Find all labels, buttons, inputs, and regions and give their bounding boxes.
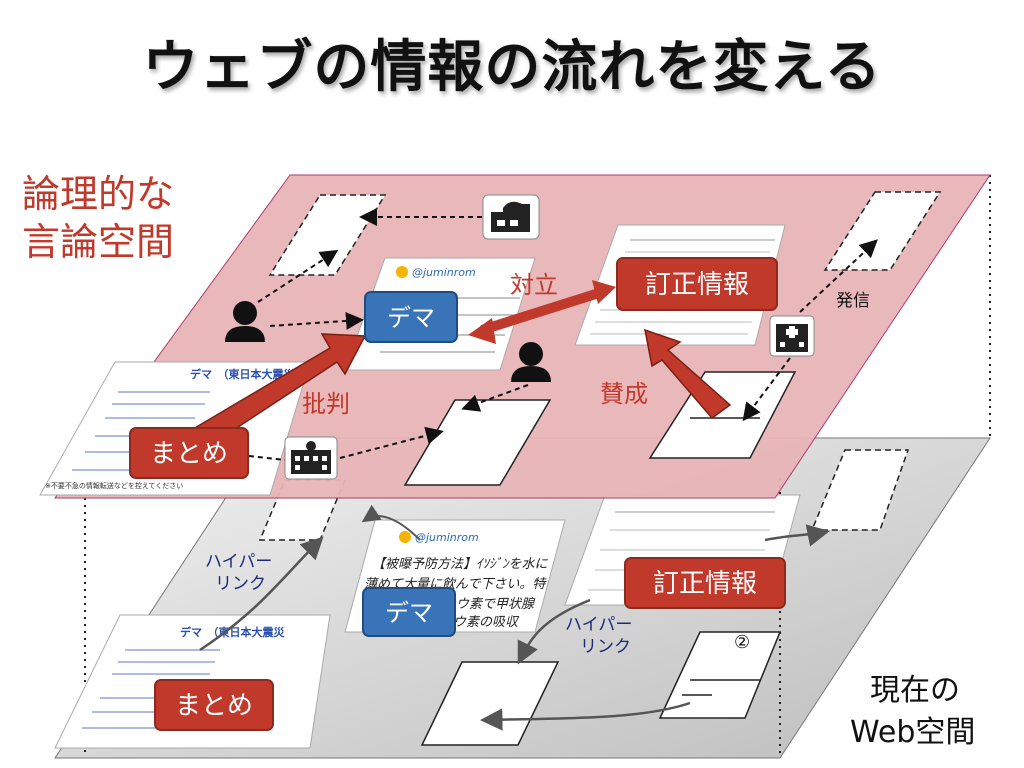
tairitsu-double-arrow: [468, 280, 616, 344]
lower-dema-box: デマ: [362, 587, 456, 637]
page-title: ウェブの情報の流れを変える: [142, 35, 882, 100]
upper-solid-box-2: [648, 371, 797, 459]
circled-number: ②: [734, 632, 750, 653]
upper-matome-label: まとめ: [150, 439, 228, 469]
hyperlink-arrow-4: [764, 524, 830, 547]
lower-layer-label-1: 現在の: [870, 673, 960, 708]
lower-teisei-label: 訂正情報: [653, 569, 757, 599]
hyperlink-arrow-3: [480, 701, 691, 731]
hyperlink-label-2a: ハイパー: [565, 615, 632, 635]
school-icon: [284, 436, 338, 480]
lower-dashed-box-2: [810, 449, 910, 531]
hihan-label: 批判: [302, 390, 350, 418]
hyperlink-label-1b: リンク: [215, 574, 266, 594]
dashed-arrow-hasshin: [799, 239, 878, 313]
upper-layer-label-1: 論理的な: [22, 172, 174, 216]
sansei-label: 賛成: [600, 380, 648, 408]
upper-layer-label-2: 言論空間: [22, 220, 174, 264]
dashed-arrow-hospital-down: [742, 357, 791, 422]
upper-dema-label: デマ: [387, 304, 435, 332]
upper-teisei-box: 訂正情報: [616, 257, 778, 311]
upper-solid-box-1: [403, 399, 552, 486]
dashed-arrow-person-right: [269, 311, 364, 330]
hyperlink-arrow-1: [199, 536, 324, 652]
tairitsu-label: 対立: [510, 271, 558, 299]
upper-doc-title: デマ （東日本大震災: [190, 367, 295, 381]
upper-dashed-box-2: [823, 191, 942, 271]
factory-icon: [482, 194, 540, 240]
lower-tweet-line1: 【被曝予防方法】ｲｿｼﾞﾝを水に: [372, 556, 549, 572]
lower-tweet-line3: にヨウ素で甲状腺: [430, 597, 536, 612]
lower-tweet-line4: ヨウ素の吸収: [440, 615, 520, 630]
upper-teisei-label: 訂正情報: [645, 270, 749, 300]
lower-doc-title: デマ （東日本大震災: [180, 625, 285, 639]
hihan-red-arrow: [186, 333, 367, 454]
hyperlink-arrow-5: [361, 504, 421, 541]
hospital-icon: [769, 315, 815, 357]
upper-matome-box: まとめ: [129, 427, 249, 479]
lower-dema-label: デマ: [385, 599, 433, 627]
lower-matome-box: まとめ: [154, 679, 274, 731]
hyperlink-label-1a: ハイパー: [205, 552, 272, 572]
hyperlink-label-2b: リンク: [580, 637, 631, 657]
hasshin-label: 発信: [836, 291, 870, 311]
dashed-arrow-person2: [461, 384, 529, 412]
upper-tweet-handle: @juminrom: [412, 266, 476, 279]
person-icon: [225, 301, 265, 342]
upper-dema-box: デマ: [364, 291, 458, 343]
person-icon: [511, 342, 551, 382]
lower-tweet-handle: @juminrom: [415, 531, 479, 544]
hyperlink-arrow-2: [517, 598, 591, 665]
upper-doc-notice: ※不要不急の情報転送などを控えてください: [45, 481, 183, 490]
sansei-red-arrow: [644, 328, 732, 420]
dashed-arrow-person-up: [257, 249, 339, 303]
dashed-arrow-matome-school: [239, 454, 286, 461]
lower-teisei-box: 訂正情報: [624, 557, 786, 609]
upper-dashed-box-1: [268, 194, 387, 276]
lower-solid-box-2: [658, 631, 782, 719]
lower-matome-label: まとめ: [175, 691, 253, 721]
lower-layer-label-2: Web空間: [850, 715, 975, 750]
